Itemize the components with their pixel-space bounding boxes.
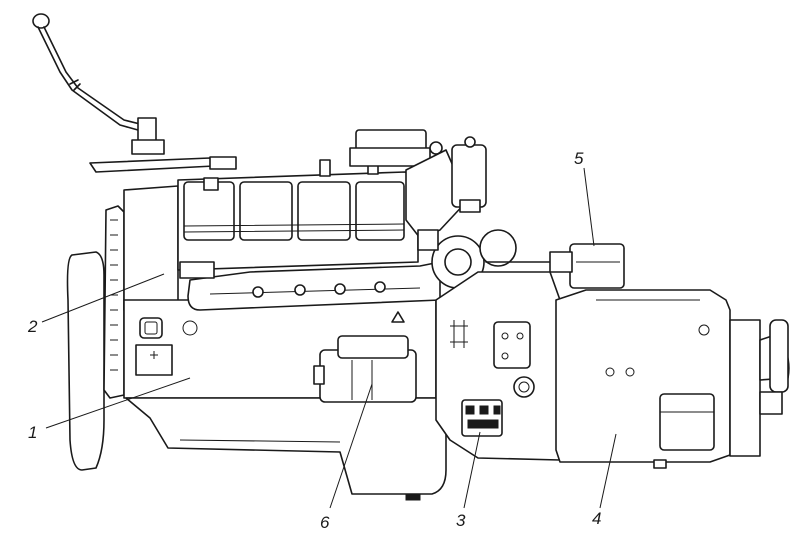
callout-3: 3 xyxy=(456,511,466,530)
leader-4 xyxy=(599,433,617,509)
engine-block xyxy=(123,185,437,399)
starter-motor xyxy=(313,311,417,403)
clutch-release-mechanism xyxy=(461,399,503,437)
callout-4: 4 xyxy=(592,509,601,528)
leader-lines xyxy=(41,167,617,509)
exhaust-manifold xyxy=(179,261,441,311)
callout-1: 1 xyxy=(28,423,37,442)
fuel-filter xyxy=(349,129,487,239)
callout-6: 6 xyxy=(320,513,330,532)
callout-labels: 1 2 3 4 5 6 xyxy=(27,149,601,532)
power-take-off xyxy=(549,243,625,289)
output-flange xyxy=(729,319,790,457)
radiator-fan-shroud xyxy=(66,205,125,471)
leader-2 xyxy=(41,273,165,323)
callout-2: 2 xyxy=(27,317,38,336)
leader-3 xyxy=(463,431,481,509)
callout-5: 5 xyxy=(574,149,584,168)
oil-pan xyxy=(125,397,447,501)
leader-6 xyxy=(329,383,373,509)
gear-shift-lever xyxy=(32,13,237,173)
leader-1 xyxy=(45,377,191,429)
leader-5 xyxy=(583,167,595,247)
gearbox xyxy=(555,289,731,469)
